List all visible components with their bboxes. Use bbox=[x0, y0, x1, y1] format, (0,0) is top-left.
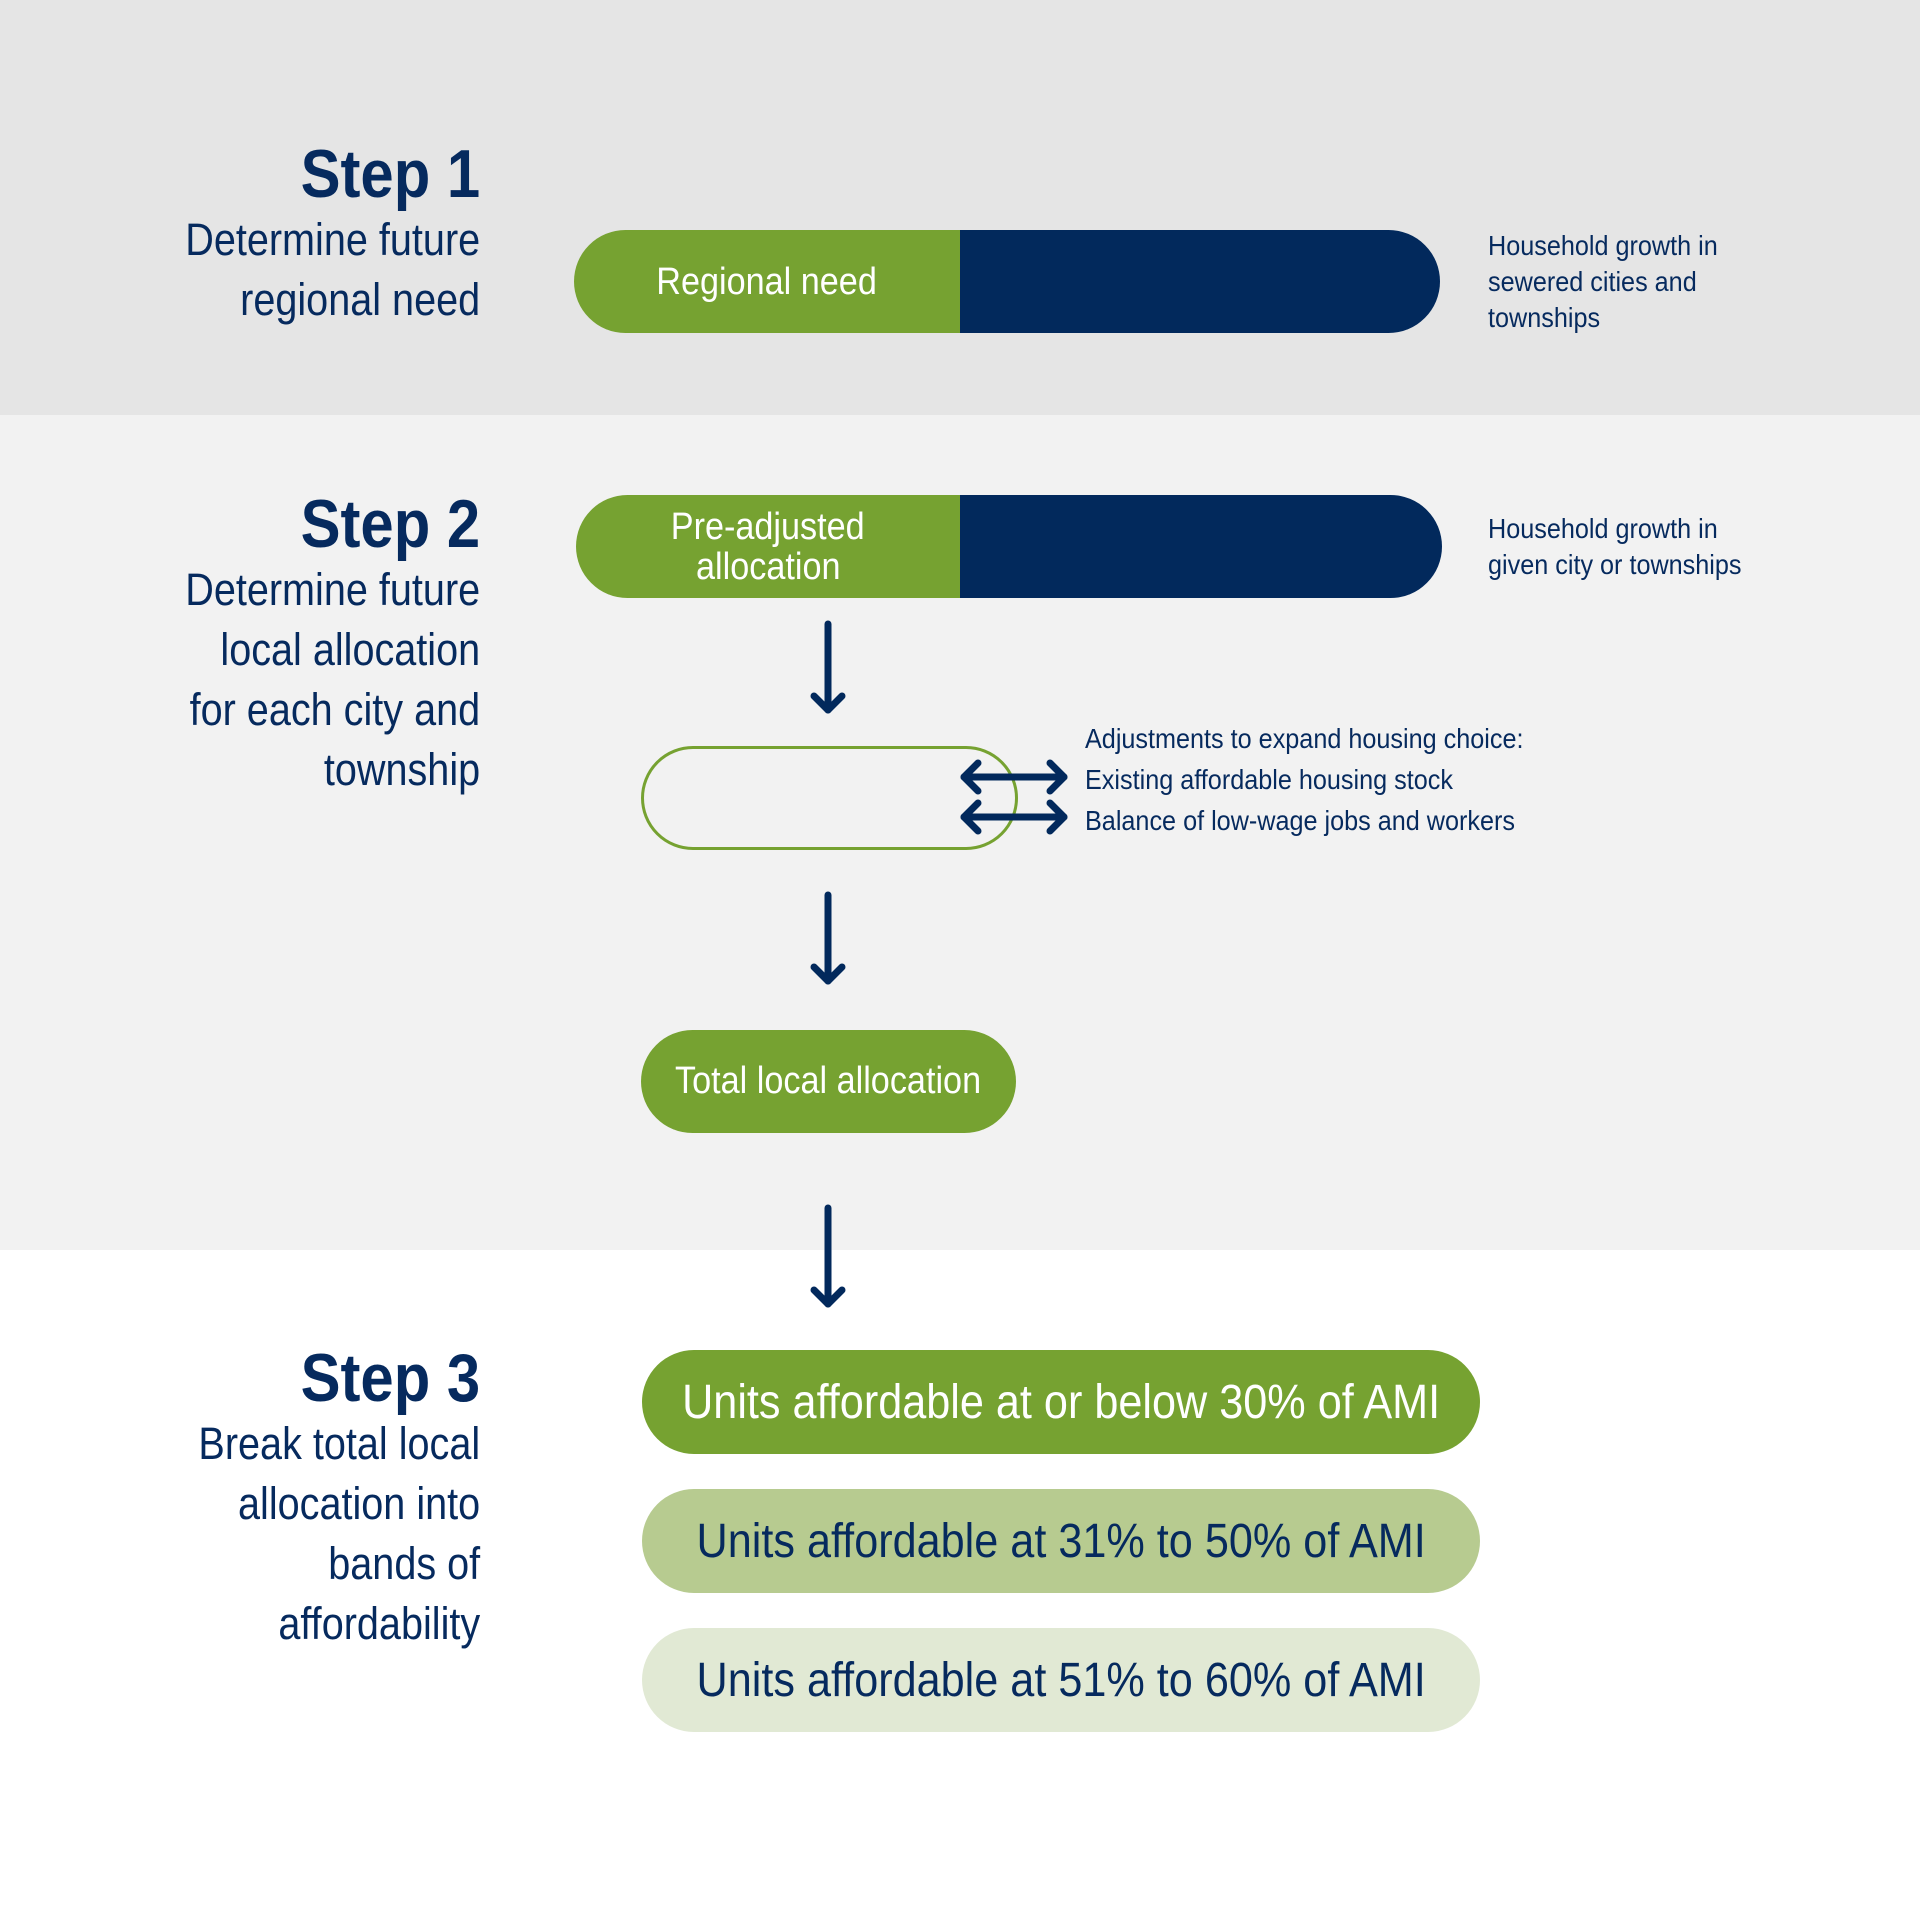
step1-note: Household growth in sewered cities and t… bbox=[1488, 230, 1718, 333]
step2-title: Step 2 bbox=[300, 486, 480, 562]
regional-need-segment: Regional need bbox=[574, 230, 960, 333]
regional-need-bar: Regional need bbox=[574, 230, 1440, 333]
adjustment-pill bbox=[641, 746, 1018, 850]
total-local-allocation-pill: Total local allocation bbox=[641, 1030, 1016, 1133]
adjustments-list: Adjustments to expand housing choice: Ex… bbox=[1085, 718, 1572, 841]
pre-adjusted-allocation-segment: Pre-adjusted allocation bbox=[576, 495, 960, 598]
step3-description: Break total local allocation into bands … bbox=[198, 1418, 480, 1649]
band-51-60-ami-pill: Units affordable at 51% to 60% of AMI bbox=[642, 1628, 1480, 1732]
step3-title: Step 3 bbox=[300, 1340, 480, 1416]
adjustment-item: Existing affordable housing stock bbox=[1085, 764, 1453, 795]
regional-need-remainder bbox=[960, 230, 1440, 333]
adjustment-item: Balance of low-wage jobs and workers bbox=[1085, 805, 1516, 836]
pre-adjusted-allocation-bar: Pre-adjusted allocation bbox=[576, 495, 1442, 598]
adjustments-heading: Adjustments to expand housing choice: bbox=[1085, 723, 1524, 754]
pre-adjusted-allocation-remainder bbox=[960, 495, 1442, 598]
step2-note: Household growth in given city or townsh… bbox=[1488, 513, 1742, 580]
band-31-50-ami-pill: Units affordable at 31% to 50% of AMI bbox=[642, 1489, 1480, 1593]
step1-band bbox=[0, 0, 1920, 415]
step1-description: Determine future regional need bbox=[185, 214, 480, 325]
step2-heading-block: Step 2 Determine future local allocation… bbox=[145, 488, 480, 800]
step2-description: Determine future local allocation for ea… bbox=[185, 564, 481, 795]
step1-heading-block: Step 1 Determine future regional need bbox=[145, 138, 480, 330]
step1-title: Step 1 bbox=[300, 136, 480, 212]
step3-heading-block: Step 3 Break total local allocation into… bbox=[160, 1342, 480, 1654]
band-30-ami-pill: Units affordable at or below 30% of AMI bbox=[642, 1350, 1480, 1454]
